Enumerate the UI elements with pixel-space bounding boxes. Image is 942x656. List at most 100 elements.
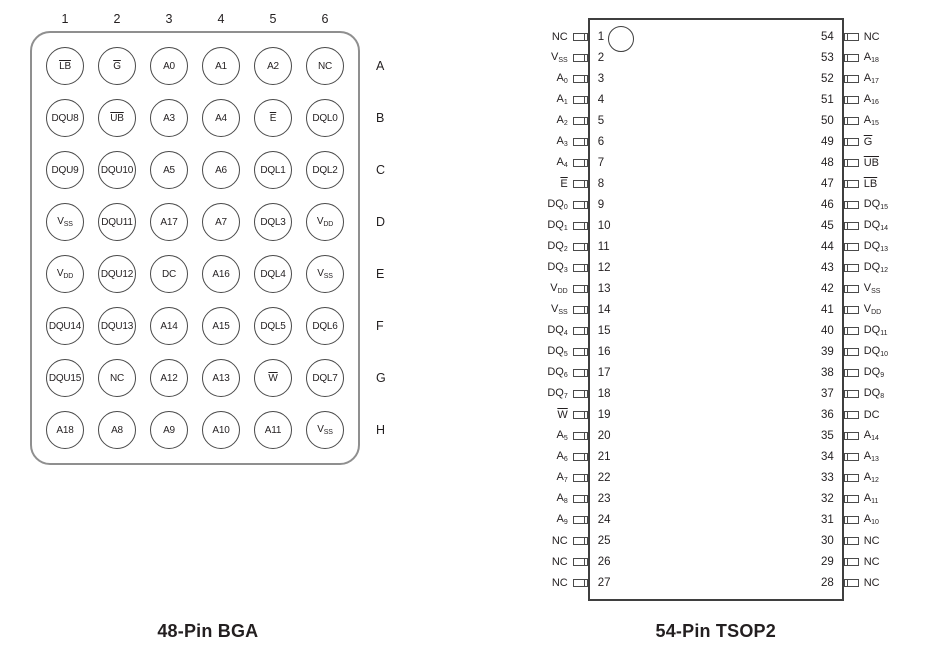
tsop-right-pin: A14 (843, 425, 908, 446)
pin-label: VSS (551, 303, 568, 316)
bga-ball: W (254, 359, 292, 397)
pin-lead-icon (572, 221, 588, 230)
pin-label: DQ8 (863, 387, 885, 400)
pin-lead-icon (843, 116, 859, 125)
tsop-left-pin: DQ3 (547, 257, 588, 278)
bga-ball: VDD (46, 255, 84, 293)
tsop-right-pin: A16 (843, 89, 908, 110)
bga-ball: DQU11 (98, 203, 136, 241)
pin-lead-icon (843, 389, 859, 398)
pin-lead-icon (843, 32, 859, 41)
pin-label: A15 (863, 114, 879, 127)
pin-label: A12 (863, 471, 879, 484)
pin-number: 33 (820, 471, 834, 484)
pin-label: DQ11 (863, 324, 888, 337)
pin-label: NC (551, 555, 568, 568)
tsop-right-pin: DQ14 (843, 215, 908, 236)
bga-ball: DQL5 (254, 307, 292, 345)
pin-number: 19 (597, 408, 611, 421)
tsop-left-pin: DQ6 (547, 362, 588, 383)
pin-label: A18 (863, 51, 879, 64)
pin-number: 22 (597, 471, 611, 484)
pin1-indicator-icon (607, 26, 634, 52)
bga-ball: A8 (98, 411, 136, 449)
pin-number: 25 (597, 534, 611, 547)
bga-row-label: B (376, 111, 385, 125)
pin-number: 49 (820, 135, 834, 148)
bga-ball: NC (306, 47, 344, 85)
pin-label: DQ13 (863, 240, 889, 253)
pin-number: 12 (597, 261, 611, 274)
pin-label: DQ15 (863, 198, 889, 211)
bga-ball: DQL3 (254, 203, 292, 241)
pin-lead-icon (572, 368, 588, 377)
pin-label: NC (863, 534, 880, 547)
bga-ball: DQU12 (98, 255, 136, 293)
pin-number: 50 (820, 114, 834, 127)
pin-label: DQ9 (863, 366, 885, 379)
pin-label: A5 (556, 429, 568, 442)
bga-ball: A15 (202, 307, 240, 345)
pin-lead-icon (843, 53, 859, 62)
pin-label: A4 (556, 156, 568, 169)
tsop-left-pin: VDD (550, 278, 588, 299)
pin-lead-icon (843, 494, 859, 503)
tsop-left-pin: NC (552, 530, 588, 551)
bga-row-label: H (376, 423, 386, 437)
pin-label: A13 (863, 450, 879, 463)
pin-number: 18 (597, 387, 611, 400)
pin-number: 6 (597, 135, 605, 148)
pin-label: A7 (556, 471, 568, 484)
pin-number: 28 (820, 576, 834, 589)
pin-lead-icon (572, 32, 588, 41)
bga-ball: A4 (202, 99, 240, 137)
pin-number-row: 6 49 (590, 131, 842, 152)
pin-lead-icon (572, 242, 588, 251)
pin-label: NC (863, 555, 880, 568)
pin-lead-icon (572, 410, 588, 419)
pin-lead-icon (843, 74, 859, 83)
pin-label: DQ6 (547, 366, 568, 379)
pin-lead-icon (572, 200, 588, 209)
pin-number: 43 (820, 261, 834, 274)
tsop-left-pin: DQ5 (547, 341, 588, 362)
pin-lead-icon (843, 158, 859, 167)
pin-number: 36 (820, 408, 834, 421)
pin-label: A10 (863, 513, 879, 526)
bga-ball: DQL0 (306, 99, 344, 137)
pin-label: W (557, 408, 568, 421)
pin-number: 10 (597, 219, 611, 232)
tsop-right-pin: DQ12 (843, 257, 908, 278)
bga-row-label: F (376, 319, 384, 333)
bga-ball: A7 (202, 203, 240, 241)
tsop-right-pin: A15 (843, 110, 908, 131)
pin-lead-icon (572, 53, 588, 62)
pin-label: DQ10 (863, 345, 889, 358)
pin-number: 42 (820, 282, 834, 295)
pin-label: NC (551, 576, 568, 589)
pin-label: NC (863, 576, 880, 589)
tsop-left-pin: A0 (556, 68, 588, 89)
pin-number: 32 (820, 492, 834, 505)
bga-ball: VSS (306, 411, 344, 449)
bga-ball: DQU13 (98, 307, 136, 345)
tsop-left-pin: A5 (556, 425, 588, 446)
bga-ball: DQL6 (306, 307, 344, 345)
tsop-right-pin: A11 (843, 488, 908, 509)
bga-ball: A6 (202, 151, 240, 189)
pin-lead-icon (843, 263, 859, 272)
tsop-right-pin: DQ8 (843, 383, 908, 404)
bga-ball: A12 (150, 359, 188, 397)
bga-ball: A3 (150, 99, 188, 137)
pin-number: 11 (597, 240, 610, 253)
bga-ball: A0 (150, 47, 188, 85)
